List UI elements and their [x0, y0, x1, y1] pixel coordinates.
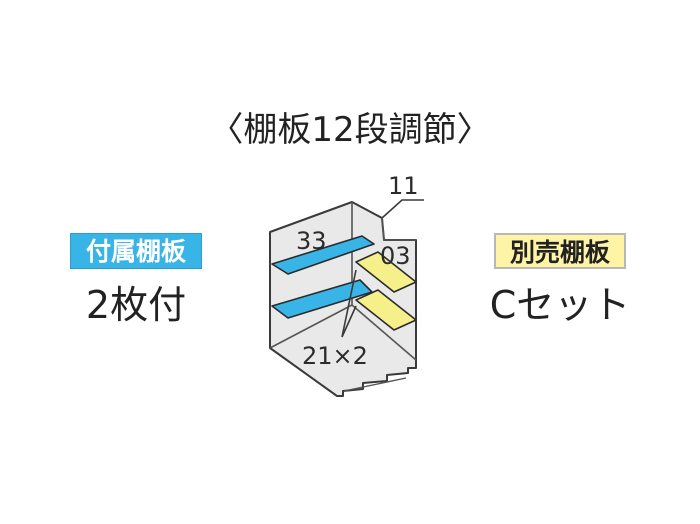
label-21x2: 21×2: [302, 342, 368, 370]
sold-separately-shelf-badge: 別売棚板: [494, 233, 626, 269]
label-03: 03: [380, 242, 411, 270]
storage-shelf-diagram: 11 33 03 21×2: [269, 172, 424, 397]
leader-line-11: [381, 199, 424, 219]
sold-separately-shelf-quantity: Cセット: [489, 283, 631, 327]
optional-shelf-upper: [355, 251, 417, 293]
included-shelf-quantity: 2枚付: [85, 283, 187, 327]
included-shelf-upper: [271, 235, 375, 275]
leader-line-21x2: [341, 269, 357, 338]
optional-shelf-lower: [355, 289, 417, 331]
included-shelf-badge: 付属棚板: [70, 233, 202, 269]
label-33: 33: [296, 227, 327, 255]
page-title: 〈棚板12段調節〉: [209, 110, 491, 150]
label-11: 11: [388, 172, 419, 200]
